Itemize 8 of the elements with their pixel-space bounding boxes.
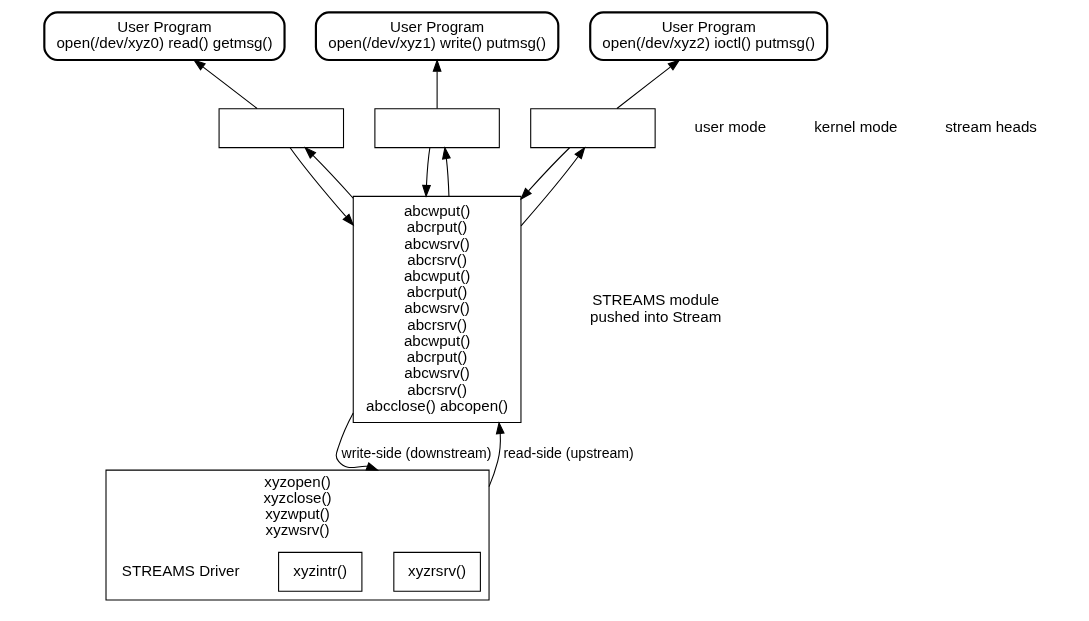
label: stream heads	[945, 118, 1037, 136]
node-label: STREAMS module	[592, 291, 720, 309]
label: user mode	[694, 118, 767, 136]
node-label: STREAMS Driver	[121, 561, 240, 579]
node-label: pushed into Stream	[590, 307, 722, 325]
edge-label: write-side (downstream)	[341, 444, 492, 461]
label: kernel mode	[814, 118, 898, 136]
edge-label: read-side (upstream)	[503, 444, 634, 461]
